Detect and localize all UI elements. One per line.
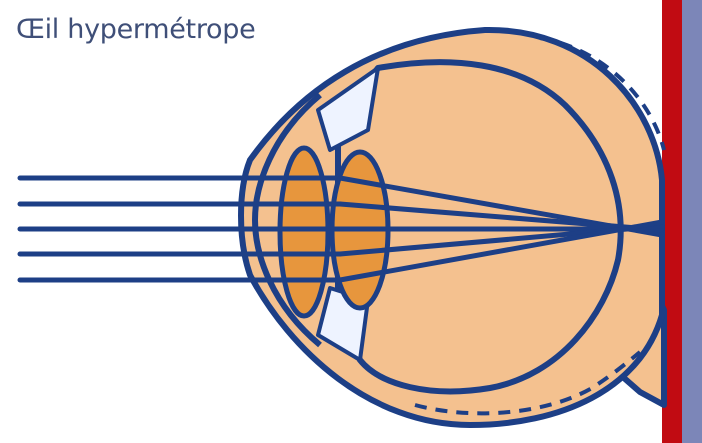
side-panel xyxy=(682,0,702,443)
diagram-title: Œil hypermétrope xyxy=(16,14,255,46)
anterior-lens xyxy=(280,148,328,316)
